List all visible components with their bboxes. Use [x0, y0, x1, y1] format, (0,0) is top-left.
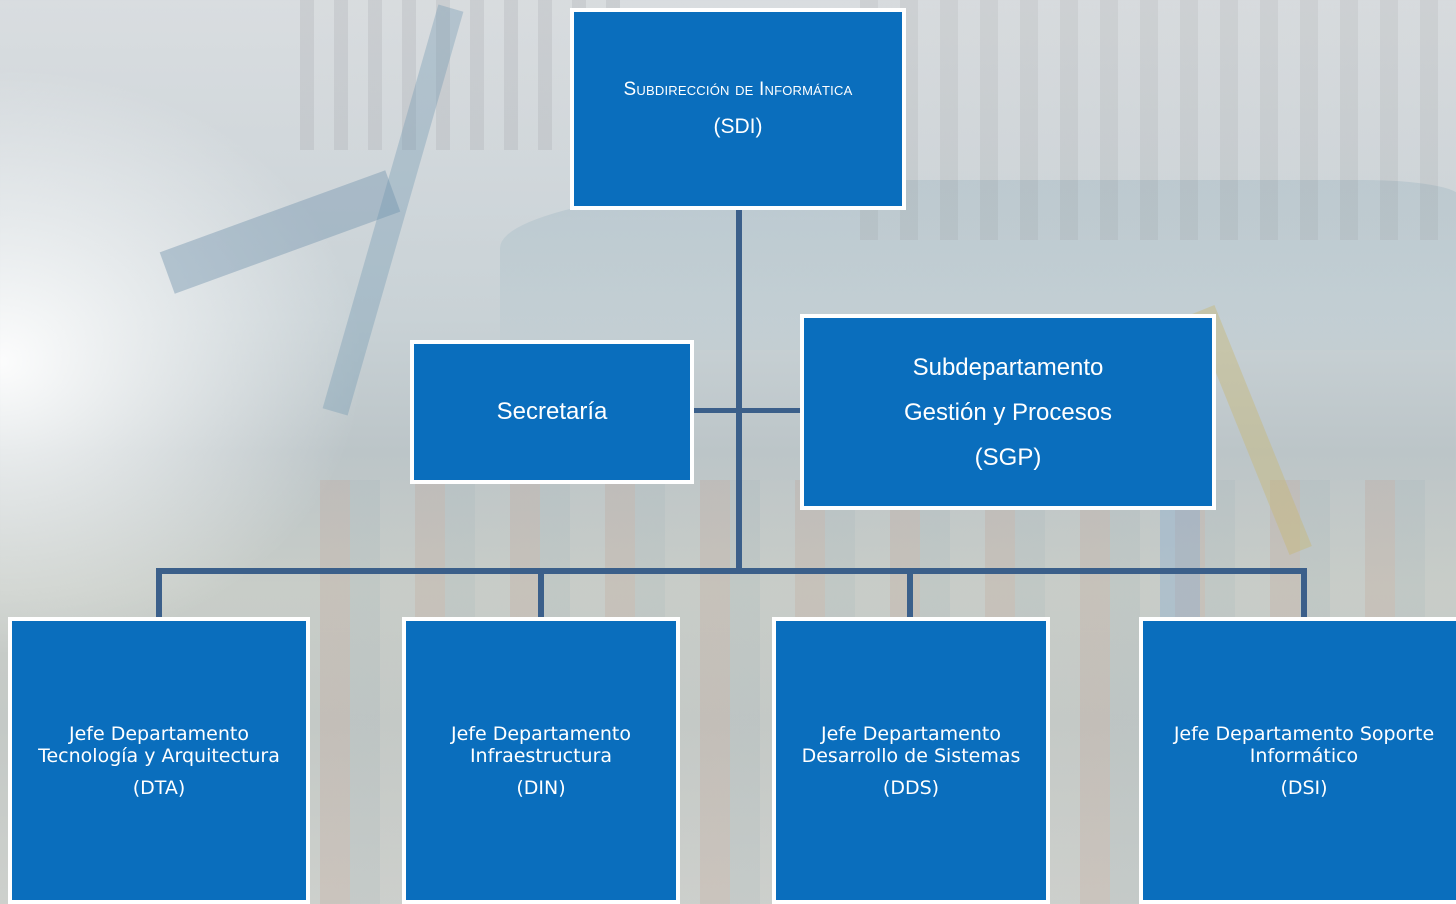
node-departamento-dta[interactable]: Jefe Departamento Tecnología y Arquitect… — [8, 617, 310, 904]
node-abbreviation: (DTA) — [132, 776, 186, 799]
node-abbreviation: (SDI) — [713, 115, 763, 138]
node-title: Subdirección de Informática — [623, 79, 853, 100]
connector-staff — [694, 408, 800, 413]
connector-drop-din — [538, 568, 544, 619]
connector-drop-dsi — [1301, 568, 1307, 619]
background-crane — [159, 170, 401, 294]
node-title-line1: Subdepartamento — [912, 353, 1104, 381]
node-abbreviation: (SGP) — [974, 443, 1042, 471]
node-departamento-dsi[interactable]: Jefe Departamento Soporte Informático (D… — [1139, 617, 1456, 904]
node-title-line1: Jefe Departamento Soporte — [1173, 722, 1435, 745]
node-title-line2: Gestión y Procesos — [903, 398, 1113, 426]
connector-drop-dta — [156, 568, 162, 619]
node-abbreviation: (DDS) — [882, 776, 940, 799]
node-title-line2: Desarrollo de Sistemas — [801, 744, 1021, 767]
connector-bus — [156, 568, 1307, 574]
node-title-line1: Jefe Departamento — [69, 722, 249, 745]
node-title: Secretaría — [496, 398, 608, 425]
node-departamento-dds[interactable]: Jefe Departamento Desarrollo de Sistemas… — [772, 617, 1050, 904]
node-title-line1: Jefe Departamento — [821, 722, 1001, 745]
node-subdepartamento-gestion-procesos[interactable]: Subdepartamento Gestión y Procesos (SGP) — [800, 314, 1216, 510]
node-secretaria[interactable]: Secretaría — [410, 340, 694, 484]
node-departamento-din[interactable]: Jefe Departamento Infraestructura (DIN) — [402, 617, 680, 904]
node-title-line2: Tecnología y Arquitectura — [38, 744, 280, 767]
connector-drop-dds — [907, 568, 913, 619]
background-city — [860, 0, 1456, 240]
node-abbreviation: (DIN) — [516, 776, 566, 799]
node-subdireccion-informatica[interactable]: Subdirección de Informática (SDI) — [570, 8, 906, 210]
node-abbreviation: (DSI) — [1280, 776, 1328, 799]
node-title-line2: Informático — [1249, 744, 1359, 767]
connector-trunk — [736, 210, 742, 574]
node-title-line2: Infraestructura — [469, 744, 613, 767]
node-title-line1: Jefe Departamento — [451, 722, 631, 745]
